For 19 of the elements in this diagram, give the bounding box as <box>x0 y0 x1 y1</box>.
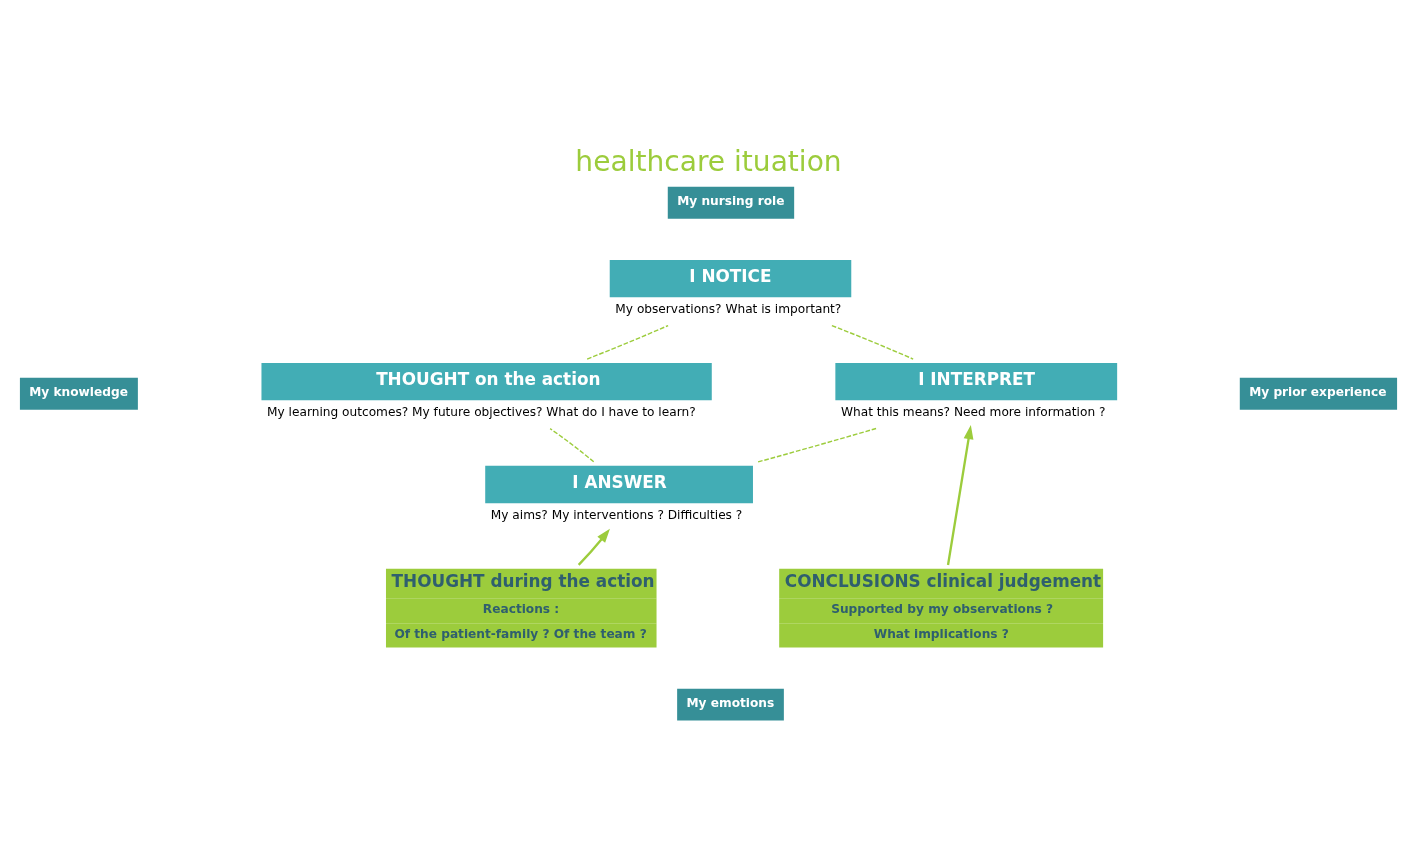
node-box: THOUGHT on the action <box>261 362 712 400</box>
node-label: My observations? What is important? <box>615 301 842 316</box>
node-box: My prior experience <box>1239 377 1398 410</box>
arrow <box>946 424 974 565</box>
connector <box>586 324 669 360</box>
connector <box>756 427 877 463</box>
node-box: I ANSWER <box>485 465 753 503</box>
node-label: My learning outcomes? My future objectives? What do I have to learn? <box>267 404 696 419</box>
node-box: My emotions <box>677 688 784 720</box>
node-label: What this means? Need more information ? <box>840 404 1106 419</box>
connector <box>549 427 595 462</box>
arrow <box>577 528 610 566</box>
node-box: I NOTICE <box>609 259 852 297</box>
node-box: My knowledge <box>19 377 138 410</box>
node-box: My nursing role <box>667 186 795 219</box>
diagram-title: healthcare ituation <box>575 144 842 178</box>
node-label: My aims? My interventions ? Difficulties ? <box>490 507 743 522</box>
node-box: I INTERPRET <box>835 362 1118 400</box>
connector <box>831 324 914 360</box>
